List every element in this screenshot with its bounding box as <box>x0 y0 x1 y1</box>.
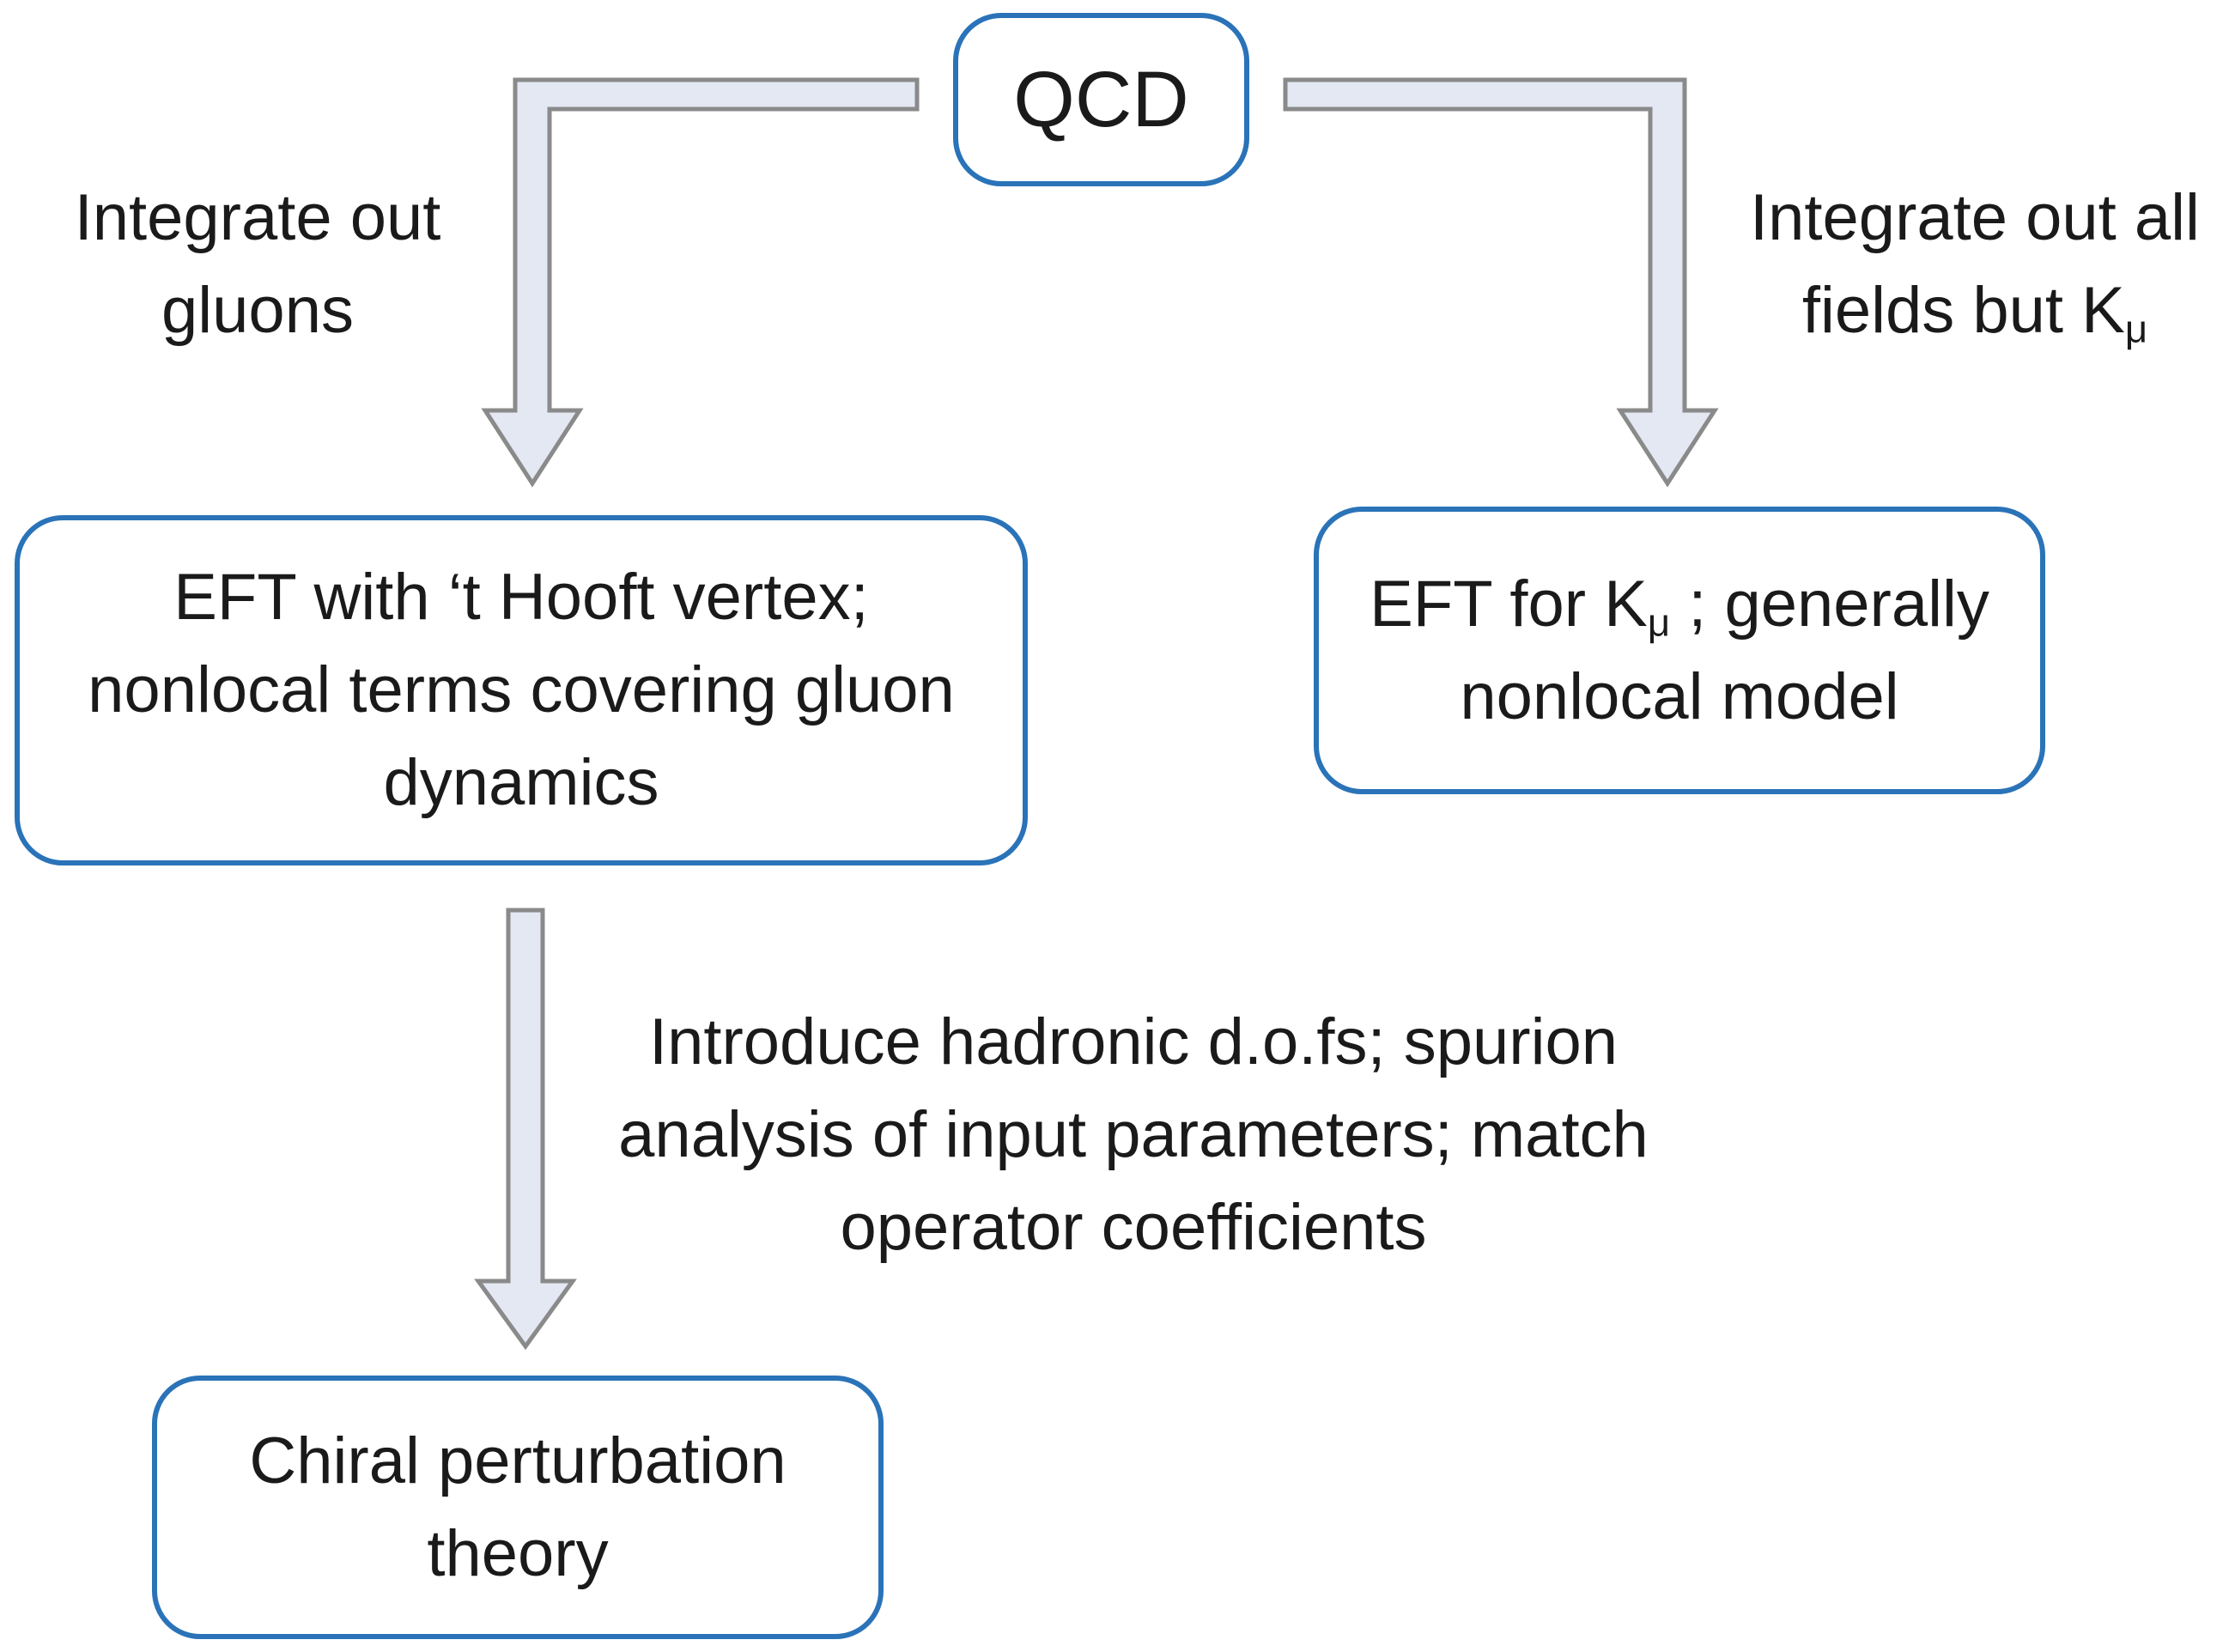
edge-label-left-line1: Integrate out <box>74 181 441 254</box>
edge-label-right-line2-pre: fields but K <box>1801 274 2125 347</box>
edge-label-left: Integrate out gluons <box>34 172 481 357</box>
node-qcd-label: QCD <box>1013 56 1189 143</box>
node-chiral: Chiral perturbation theory <box>152 1376 884 1639</box>
node-chiral-line1: Chiral perturbation <box>249 1424 787 1497</box>
edge-label-right-line2-sub: μ <box>2124 307 2148 351</box>
arrow-qcd-to-eft-thooft <box>481 77 920 488</box>
node-chiral-line2: theory <box>427 1516 609 1590</box>
edge-label-right: Integrate out all fields but Kμ <box>1709 172 2229 357</box>
arrow-qcd-to-eft-kmu <box>1283 77 1719 488</box>
node-qcd: QCD <box>953 13 1249 186</box>
edge-label-left-line2: gluons <box>161 274 354 347</box>
node-eft-thooft-line3: dynamics <box>383 746 659 819</box>
node-eft-kmu-line1-pre: EFT for K <box>1370 567 1648 641</box>
edge-label-down-line1: Introduce hadronic d.o.fs; spurion <box>648 1005 1618 1078</box>
edge-label-right-line2: fields but Kμ <box>1709 264 2229 357</box>
node-eft-kmu-line2: nonlocal model <box>1460 659 1899 733</box>
node-eft-thooft: EFT with ‘t Hooft vertex; nonlocal terms… <box>15 515 1028 865</box>
node-eft-kmu-line1: EFT for Kμ ; generally <box>1370 558 1989 651</box>
edge-label-right-line1: Integrate out all <box>1750 181 2200 254</box>
node-eft-thooft-line1: EFT with ‘t Hooft vertex; <box>173 561 869 634</box>
node-eft-thooft-line2: nonlocal terms covering gluon <box>88 653 955 726</box>
node-eft-kmu-line1-post: ; generally <box>1670 567 1989 641</box>
node-eft-kmu: EFT for Kμ ; generally nonlocal model <box>1314 507 2045 794</box>
node-eft-kmu-line1-sub: μ <box>1647 599 1671 644</box>
edge-label-down-line3: operator coefficients <box>840 1191 1427 1264</box>
edge-label-down-line2: analysis of input parameters; match <box>618 1098 1649 1171</box>
arrow-eft-thooft-to-chiral <box>474 908 577 1351</box>
edge-label-down: Introduce hadronic d.o.fs; spurion analy… <box>550 996 1717 1274</box>
